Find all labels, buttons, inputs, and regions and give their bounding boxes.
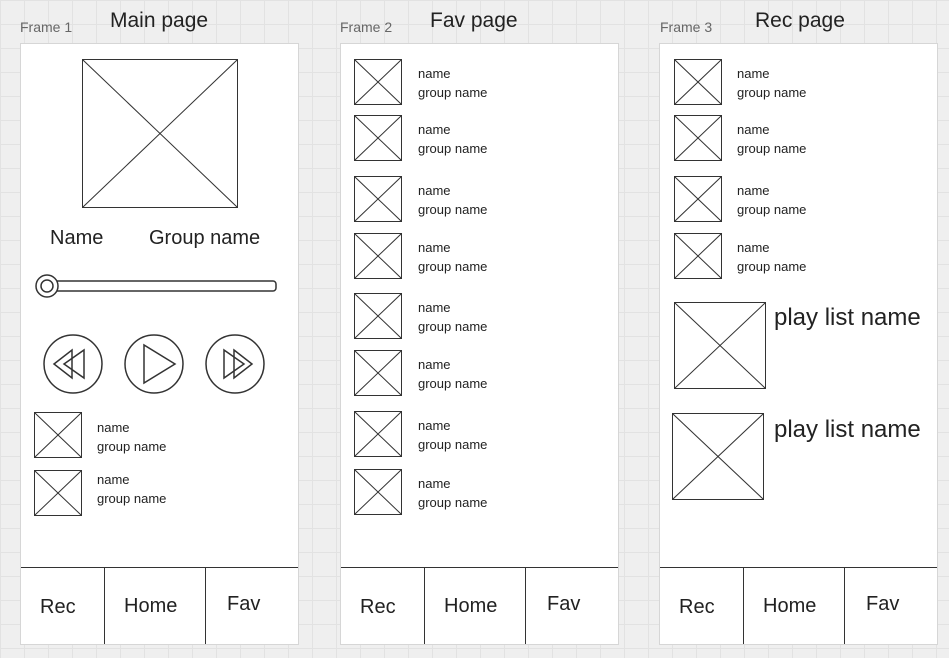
list-item-group: group name xyxy=(418,85,488,100)
list-item-name: name xyxy=(737,240,770,255)
song-thumbnail xyxy=(354,469,402,515)
nav-rec[interactable]: Rec xyxy=(679,596,715,618)
nav-divider xyxy=(424,568,425,644)
song-name: Name xyxy=(50,227,104,249)
frame-label: Frame 2 xyxy=(340,19,393,35)
rewind-button[interactable] xyxy=(42,334,104,394)
frame-label: Frame 1 xyxy=(20,19,73,35)
playlist-name[interactable]: play list name xyxy=(774,304,921,331)
list-item[interactable]: name group name xyxy=(418,120,487,158)
list-item-group: group name xyxy=(737,202,807,217)
song-thumbnail xyxy=(674,176,722,222)
list-item-name: name xyxy=(737,66,770,81)
list-item-group: group name xyxy=(418,141,488,156)
list-item-name: name xyxy=(418,476,451,491)
list-item[interactable]: name group name xyxy=(418,238,487,276)
list-item[interactable]: name group name xyxy=(97,418,166,456)
list-item[interactable]: name group name xyxy=(418,474,487,512)
list-item-group: group name xyxy=(418,259,488,274)
rec-page-frame: name group name name group name name group na… xyxy=(659,43,938,645)
list-item[interactable]: name group name xyxy=(418,355,487,393)
playlist-name[interactable]: play list name xyxy=(774,416,921,443)
nav-fav[interactable]: Fav xyxy=(866,593,900,615)
playlist-cover xyxy=(672,413,764,500)
song-thumbnail xyxy=(34,412,82,458)
list-item-group: group name xyxy=(737,259,807,274)
list-item[interactable]: name group name xyxy=(737,64,806,102)
song-thumbnail xyxy=(354,411,402,457)
list-item[interactable]: name group name xyxy=(737,238,806,276)
frame-title: Main page xyxy=(110,9,209,32)
list-item-name: name xyxy=(418,418,451,433)
list-item[interactable]: name group name xyxy=(418,298,487,336)
list-item-name: name xyxy=(97,472,130,487)
list-item[interactable]: name group name xyxy=(737,120,806,158)
list-item-group: group name xyxy=(97,439,167,454)
nav-divider xyxy=(205,568,206,644)
nav-home[interactable]: Home xyxy=(444,595,498,617)
bottom-nav: Rec Home Fav xyxy=(660,567,937,644)
nav-rec[interactable]: Rec xyxy=(40,596,76,618)
song-thumbnail xyxy=(354,59,402,105)
list-item-group: group name xyxy=(97,491,167,506)
list-item-group: group name xyxy=(418,495,488,510)
song-thumbnail xyxy=(354,176,402,222)
list-item-name: name xyxy=(737,183,770,198)
play-button[interactable] xyxy=(123,334,185,394)
fast-forward-button[interactable] xyxy=(204,334,266,394)
list-item-name: name xyxy=(418,357,451,372)
nav-rec[interactable]: Rec xyxy=(360,596,396,618)
playlist-cover xyxy=(674,302,766,389)
nav-divider xyxy=(104,568,105,644)
list-item-name: name xyxy=(418,300,451,315)
frame-label: Frame 3 xyxy=(660,19,713,35)
nav-divider xyxy=(844,568,845,644)
album-art-placeholder xyxy=(82,59,238,208)
list-item-name: name xyxy=(418,122,451,137)
list-item-name: name xyxy=(418,240,451,255)
song-thumbnail xyxy=(354,233,402,279)
fav-page-frame: name group name name group name name group na… xyxy=(340,43,619,645)
list-item[interactable]: name group name xyxy=(418,416,487,454)
song-thumbnail xyxy=(674,233,722,279)
list-item-name: name xyxy=(418,66,451,81)
main-page-frame: Name Group name name gr xyxy=(20,43,299,645)
nav-fav[interactable]: Fav xyxy=(227,593,261,615)
song-thumbnail xyxy=(34,470,82,516)
list-item[interactable]: name group name xyxy=(737,181,806,219)
list-item-name: name xyxy=(737,122,770,137)
list-item-group: group name xyxy=(418,202,488,217)
fast-forward-icon xyxy=(205,334,265,394)
frame-title: Rec page xyxy=(755,9,845,32)
song-thumbnail xyxy=(354,115,402,161)
list-item-group: group name xyxy=(418,319,488,334)
nav-divider xyxy=(525,568,526,644)
nav-home[interactable]: Home xyxy=(124,595,178,617)
progress-slider[interactable] xyxy=(34,274,277,298)
bottom-nav: Rec Home Fav xyxy=(341,567,618,644)
list-item[interactable]: name group name xyxy=(418,181,487,219)
list-item-group: group name xyxy=(418,437,488,452)
list-item-group: group name xyxy=(737,141,807,156)
list-item-name: name xyxy=(97,420,130,435)
bottom-nav: Rec Home Fav xyxy=(21,567,298,644)
frame-title: Fav page xyxy=(430,9,518,32)
list-item[interactable]: name group name xyxy=(418,64,487,102)
nav-divider xyxy=(743,568,744,644)
song-thumbnail xyxy=(674,59,722,105)
list-item[interactable]: name group name xyxy=(97,470,166,508)
group-name: Group name xyxy=(149,227,261,249)
nav-fav[interactable]: Fav xyxy=(547,593,581,615)
song-thumbnail xyxy=(674,115,722,161)
song-thumbnail xyxy=(354,350,402,396)
list-item-name: name xyxy=(418,183,451,198)
nav-home[interactable]: Home xyxy=(763,595,817,617)
song-thumbnail xyxy=(354,293,402,339)
play-icon xyxy=(124,334,184,394)
list-item-group: group name xyxy=(418,376,488,391)
list-item-group: group name xyxy=(737,85,807,100)
rewind-icon xyxy=(43,334,103,394)
